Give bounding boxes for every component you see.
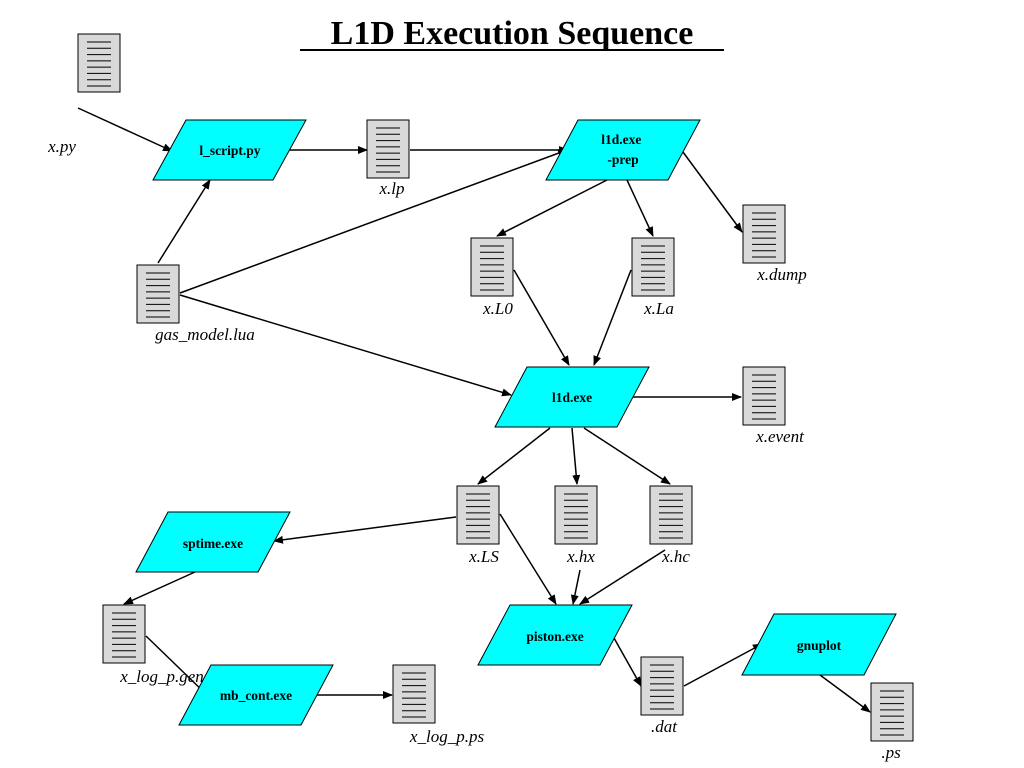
file-icon-x-dump[interactable]	[742, 204, 786, 264]
arrow-piston-to-dat	[613, 637, 642, 687]
file-icon-body	[392, 664, 436, 724]
file-label-x-lp: x.lp	[378, 179, 404, 198]
arrow-xla-to-l1d	[593, 269, 632, 366]
process-label: l1d.exe	[552, 390, 592, 405]
file-icon-body	[77, 33, 121, 93]
process-label: l_script.py	[199, 143, 260, 158]
file-label-x-dump: x.dump	[756, 265, 807, 284]
process-label-line: l1d.exe	[552, 390, 592, 405]
process-gnuplot[interactable]: gnuplot	[741, 613, 897, 676]
process-shape	[477, 604, 633, 666]
process-l-script[interactable]: l_script.py	[152, 119, 307, 181]
arrow-l1d-to-xls	[477, 427, 551, 485]
arrow-xhx-to-piston	[570, 569, 581, 605]
process-shape	[152, 119, 307, 181]
arrow-l1dprep-to-xl0	[496, 179, 608, 237]
file-icon-ps[interactable]	[870, 682, 914, 742]
process-shape	[494, 366, 650, 428]
process-piston[interactable]: piston.exe	[477, 604, 633, 666]
process-label-line: sptime.exe	[183, 536, 243, 551]
process-shape	[545, 119, 701, 181]
arrow-gnuplot-to-ps	[819, 674, 871, 713]
file-icon-x-l0[interactable]	[470, 237, 514, 297]
file-label-x-py: x.py	[47, 137, 76, 156]
arrow-gasmodel-to-l1dprep	[179, 149, 568, 294]
file-label-x-log-p-gen: x_log_p.gen	[119, 667, 204, 686]
file-label-x-log-p-ps: x_log_p.ps	[409, 727, 485, 746]
arrow-l1dprep-to-xdump	[679, 147, 743, 233]
file-icon-x-hx[interactable]	[554, 485, 598, 545]
file-label-x-hc: x.hc	[661, 547, 690, 566]
process-label: gnuplot	[797, 638, 842, 653]
file-icon-body	[456, 485, 500, 545]
file-icon-body	[870, 682, 914, 742]
arrow-xls-to-piston	[499, 513, 557, 605]
file-label-x-l0: x.L0	[482, 299, 513, 318]
process-l1d[interactable]: l1d.exe	[494, 366, 650, 428]
file-icon-gas-model[interactable]	[136, 264, 180, 324]
arrow-xhc-to-piston	[579, 549, 666, 605]
file-icon-x-hc[interactable]	[649, 485, 693, 545]
arrow-l1d-to-xhc	[583, 427, 671, 485]
process-label-line: l_script.py	[199, 143, 260, 158]
file-icon-body	[649, 485, 693, 545]
arrow-xl0-to-l1d	[513, 269, 570, 366]
page-title: L1D Execution Sequence	[331, 15, 694, 52]
file-icon-x-py[interactable]	[77, 33, 121, 93]
process-label-line: gnuplot	[797, 638, 842, 653]
arrows	[77, 107, 871, 713]
file-icon-x-log-p-gen[interactable]	[102, 604, 146, 664]
process-label: piston.exe	[526, 629, 583, 644]
file-icon-body	[554, 485, 598, 545]
file-icon-dat[interactable]	[640, 656, 684, 716]
process-label: l1d.exe -prep	[601, 132, 645, 167]
arrow-xlogpgen-to-mbcont	[145, 635, 209, 697]
arrow-l1dprep-to-xla	[626, 179, 654, 237]
file-icon-body	[742, 366, 786, 426]
file-icon-body	[640, 656, 684, 716]
arrow-dat-to-gnuplot	[683, 643, 763, 687]
file-label-ps: .ps	[881, 743, 901, 762]
process-label-line: mb_cont.exe	[220, 688, 292, 703]
file-icon-x-lp[interactable]	[366, 119, 410, 179]
file-label-x-event: x.event	[755, 427, 805, 446]
process-shape	[741, 613, 897, 676]
process-label-line: -prep	[607, 152, 638, 167]
file-icon-body	[366, 119, 410, 179]
file-icon-body	[742, 204, 786, 264]
file-icon-x-la[interactable]	[631, 237, 675, 297]
file-icon-body	[136, 264, 180, 324]
file-label-x-hx: x.hx	[566, 547, 595, 566]
process-shape	[135, 511, 291, 573]
file-icons	[77, 33, 914, 742]
process-sptime[interactable]: sptime.exe	[135, 511, 291, 573]
arrow-l1d-to-xhx	[571, 427, 581, 485]
process-label: sptime.exe	[183, 536, 243, 551]
file-label-x-ls: x.LS	[468, 547, 499, 566]
process-l1d-prep[interactable]: l1d.exe -prep	[545, 119, 701, 181]
arrow-xls-to-sptime	[273, 516, 457, 544]
file-icon-x-event[interactable]	[742, 366, 786, 426]
file-icon-x-log-p-ps[interactable]	[392, 664, 436, 724]
file-label-dat: .dat	[651, 717, 678, 736]
arrow-sptime-to-xlogpgen	[123, 571, 196, 605]
process-label-line: l1d.exe	[601, 132, 641, 147]
file-label-x-la: x.La	[643, 299, 674, 318]
process-mb-cont[interactable]: mb_cont.exe	[178, 664, 334, 726]
file-icon-body	[102, 604, 146, 664]
arrow-xpy-to-lscript	[77, 107, 173, 152]
process-label: mb_cont.exe	[220, 688, 292, 703]
file-icon-body	[470, 237, 514, 297]
arrow-gasmodel-to-lscript	[157, 179, 211, 264]
file-labels: x.py x.lp gas_model.lua x.dump x.L0 x.La…	[47, 137, 901, 762]
file-icon-body	[631, 237, 675, 297]
file-icon-x-ls[interactable]	[456, 485, 500, 545]
arrow-gasmodel-to-l1d	[179, 294, 512, 397]
file-label-gas-model: gas_model.lua	[155, 325, 255, 344]
process-label-line: piston.exe	[526, 629, 583, 644]
process-shape	[178, 664, 334, 726]
